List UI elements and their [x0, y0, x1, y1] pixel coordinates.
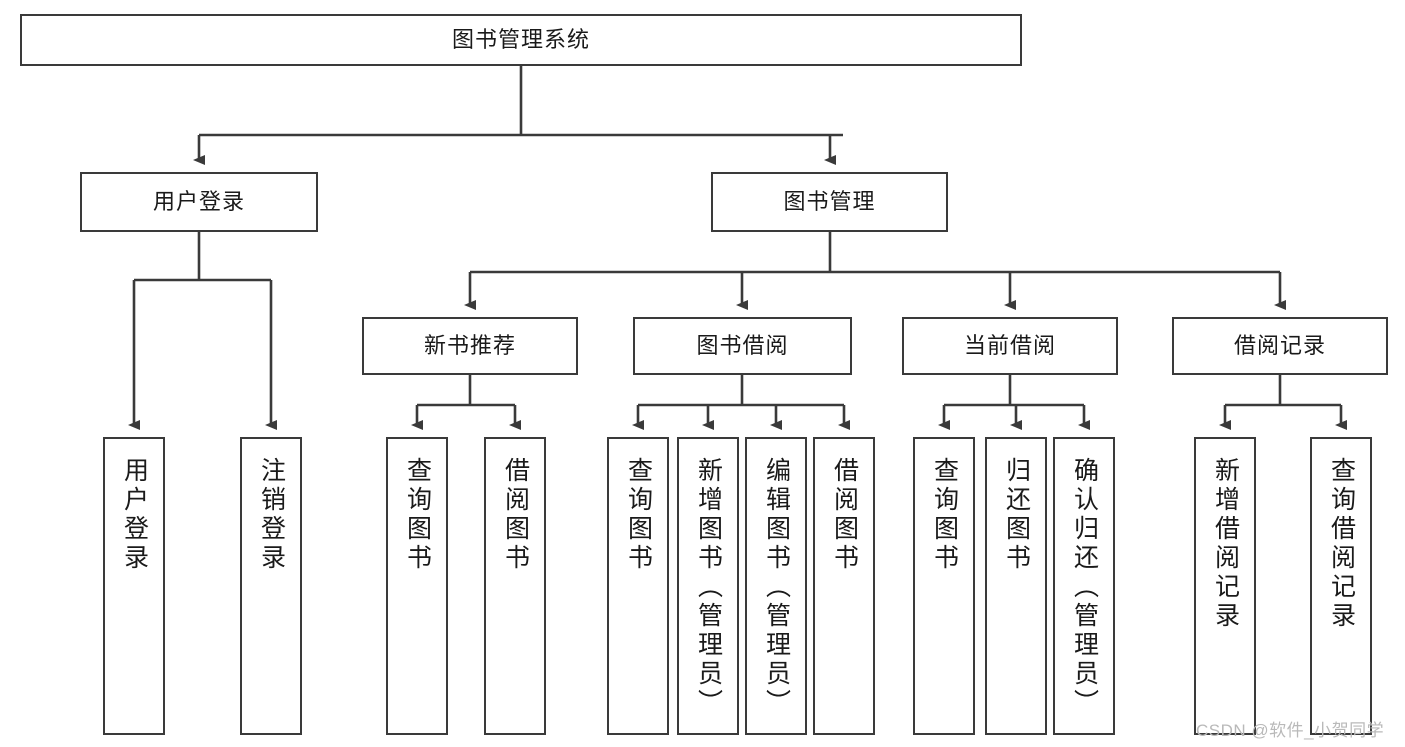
- node-leaf-return-book-label: 归还图书: [1002, 457, 1031, 573]
- node-new-book-recommend[interactable]: 新书推荐: [362, 317, 578, 375]
- node-book-manage[interactable]: 图书管理: [711, 172, 948, 232]
- node-leaf-query-book-3-label: 查询图书: [930, 457, 959, 573]
- node-leaf-query-book-2-label: 查询图书: [624, 457, 653, 573]
- node-borrow-record-label: 借阅记录: [1233, 333, 1326, 358]
- node-leaf-query-record[interactable]: 查询借阅记录: [1310, 437, 1372, 735]
- node-leaf-query-record-label: 查询借阅记录: [1327, 457, 1356, 631]
- node-current-borrow[interactable]: 当前借阅: [902, 317, 1118, 375]
- node-leaf-confirm-return-label: 确认归还（管理员）: [1070, 457, 1099, 718]
- node-leaf-borrow-book-2[interactable]: 借阅图书: [813, 437, 875, 735]
- node-leaf-edit-book-label: 编辑图书（管理员）: [762, 457, 791, 718]
- node-user-login-label: 用户登录: [152, 189, 245, 214]
- node-book-borrow-label: 图书借阅: [696, 333, 789, 358]
- node-leaf-query-book-1[interactable]: 查询图书: [386, 437, 448, 735]
- node-current-borrow-label: 当前借阅: [963, 333, 1056, 358]
- csdn-watermark: CSDN @软件_小贺同学: [1196, 721, 1385, 740]
- node-leaf-borrow-book-2-label: 借阅图书: [830, 457, 859, 573]
- node-leaf-add-book-label: 新增图书（管理员）: [694, 457, 723, 718]
- node-leaf-edit-book[interactable]: 编辑图书（管理员）: [745, 437, 807, 735]
- node-leaf-query-book-1-label: 查询图书: [403, 457, 432, 573]
- node-leaf-user-logout[interactable]: 注销登录: [240, 437, 302, 735]
- node-leaf-borrow-book-1[interactable]: 借阅图书: [484, 437, 546, 735]
- node-leaf-user-login-label: 用户登录: [120, 457, 149, 573]
- node-user-login[interactable]: 用户登录: [80, 172, 318, 232]
- node-leaf-confirm-return[interactable]: 确认归还（管理员）: [1053, 437, 1115, 735]
- node-borrow-record[interactable]: 借阅记录: [1172, 317, 1388, 375]
- node-book-borrow[interactable]: 图书借阅: [633, 317, 852, 375]
- node-leaf-user-logout-label: 注销登录: [257, 457, 286, 573]
- node-leaf-add-book[interactable]: 新增图书（管理员）: [677, 437, 739, 735]
- node-leaf-return-book[interactable]: 归还图书: [985, 437, 1047, 735]
- node-leaf-query-book-3[interactable]: 查询图书: [913, 437, 975, 735]
- node-leaf-query-book-2[interactable]: 查询图书: [607, 437, 669, 735]
- node-leaf-add-record[interactable]: 新增借阅记录: [1194, 437, 1256, 735]
- node-leaf-borrow-book-1-label: 借阅图书: [501, 457, 530, 573]
- node-book-manage-label: 图书管理: [783, 189, 876, 214]
- node-root-label: 图书管理系统: [451, 27, 590, 52]
- node-new-book-recommend-label: 新书推荐: [423, 333, 516, 358]
- node-leaf-user-login[interactable]: 用户登录: [103, 437, 165, 735]
- node-root[interactable]: 图书管理系统: [20, 14, 1022, 66]
- node-leaf-add-record-label: 新增借阅记录: [1211, 457, 1240, 631]
